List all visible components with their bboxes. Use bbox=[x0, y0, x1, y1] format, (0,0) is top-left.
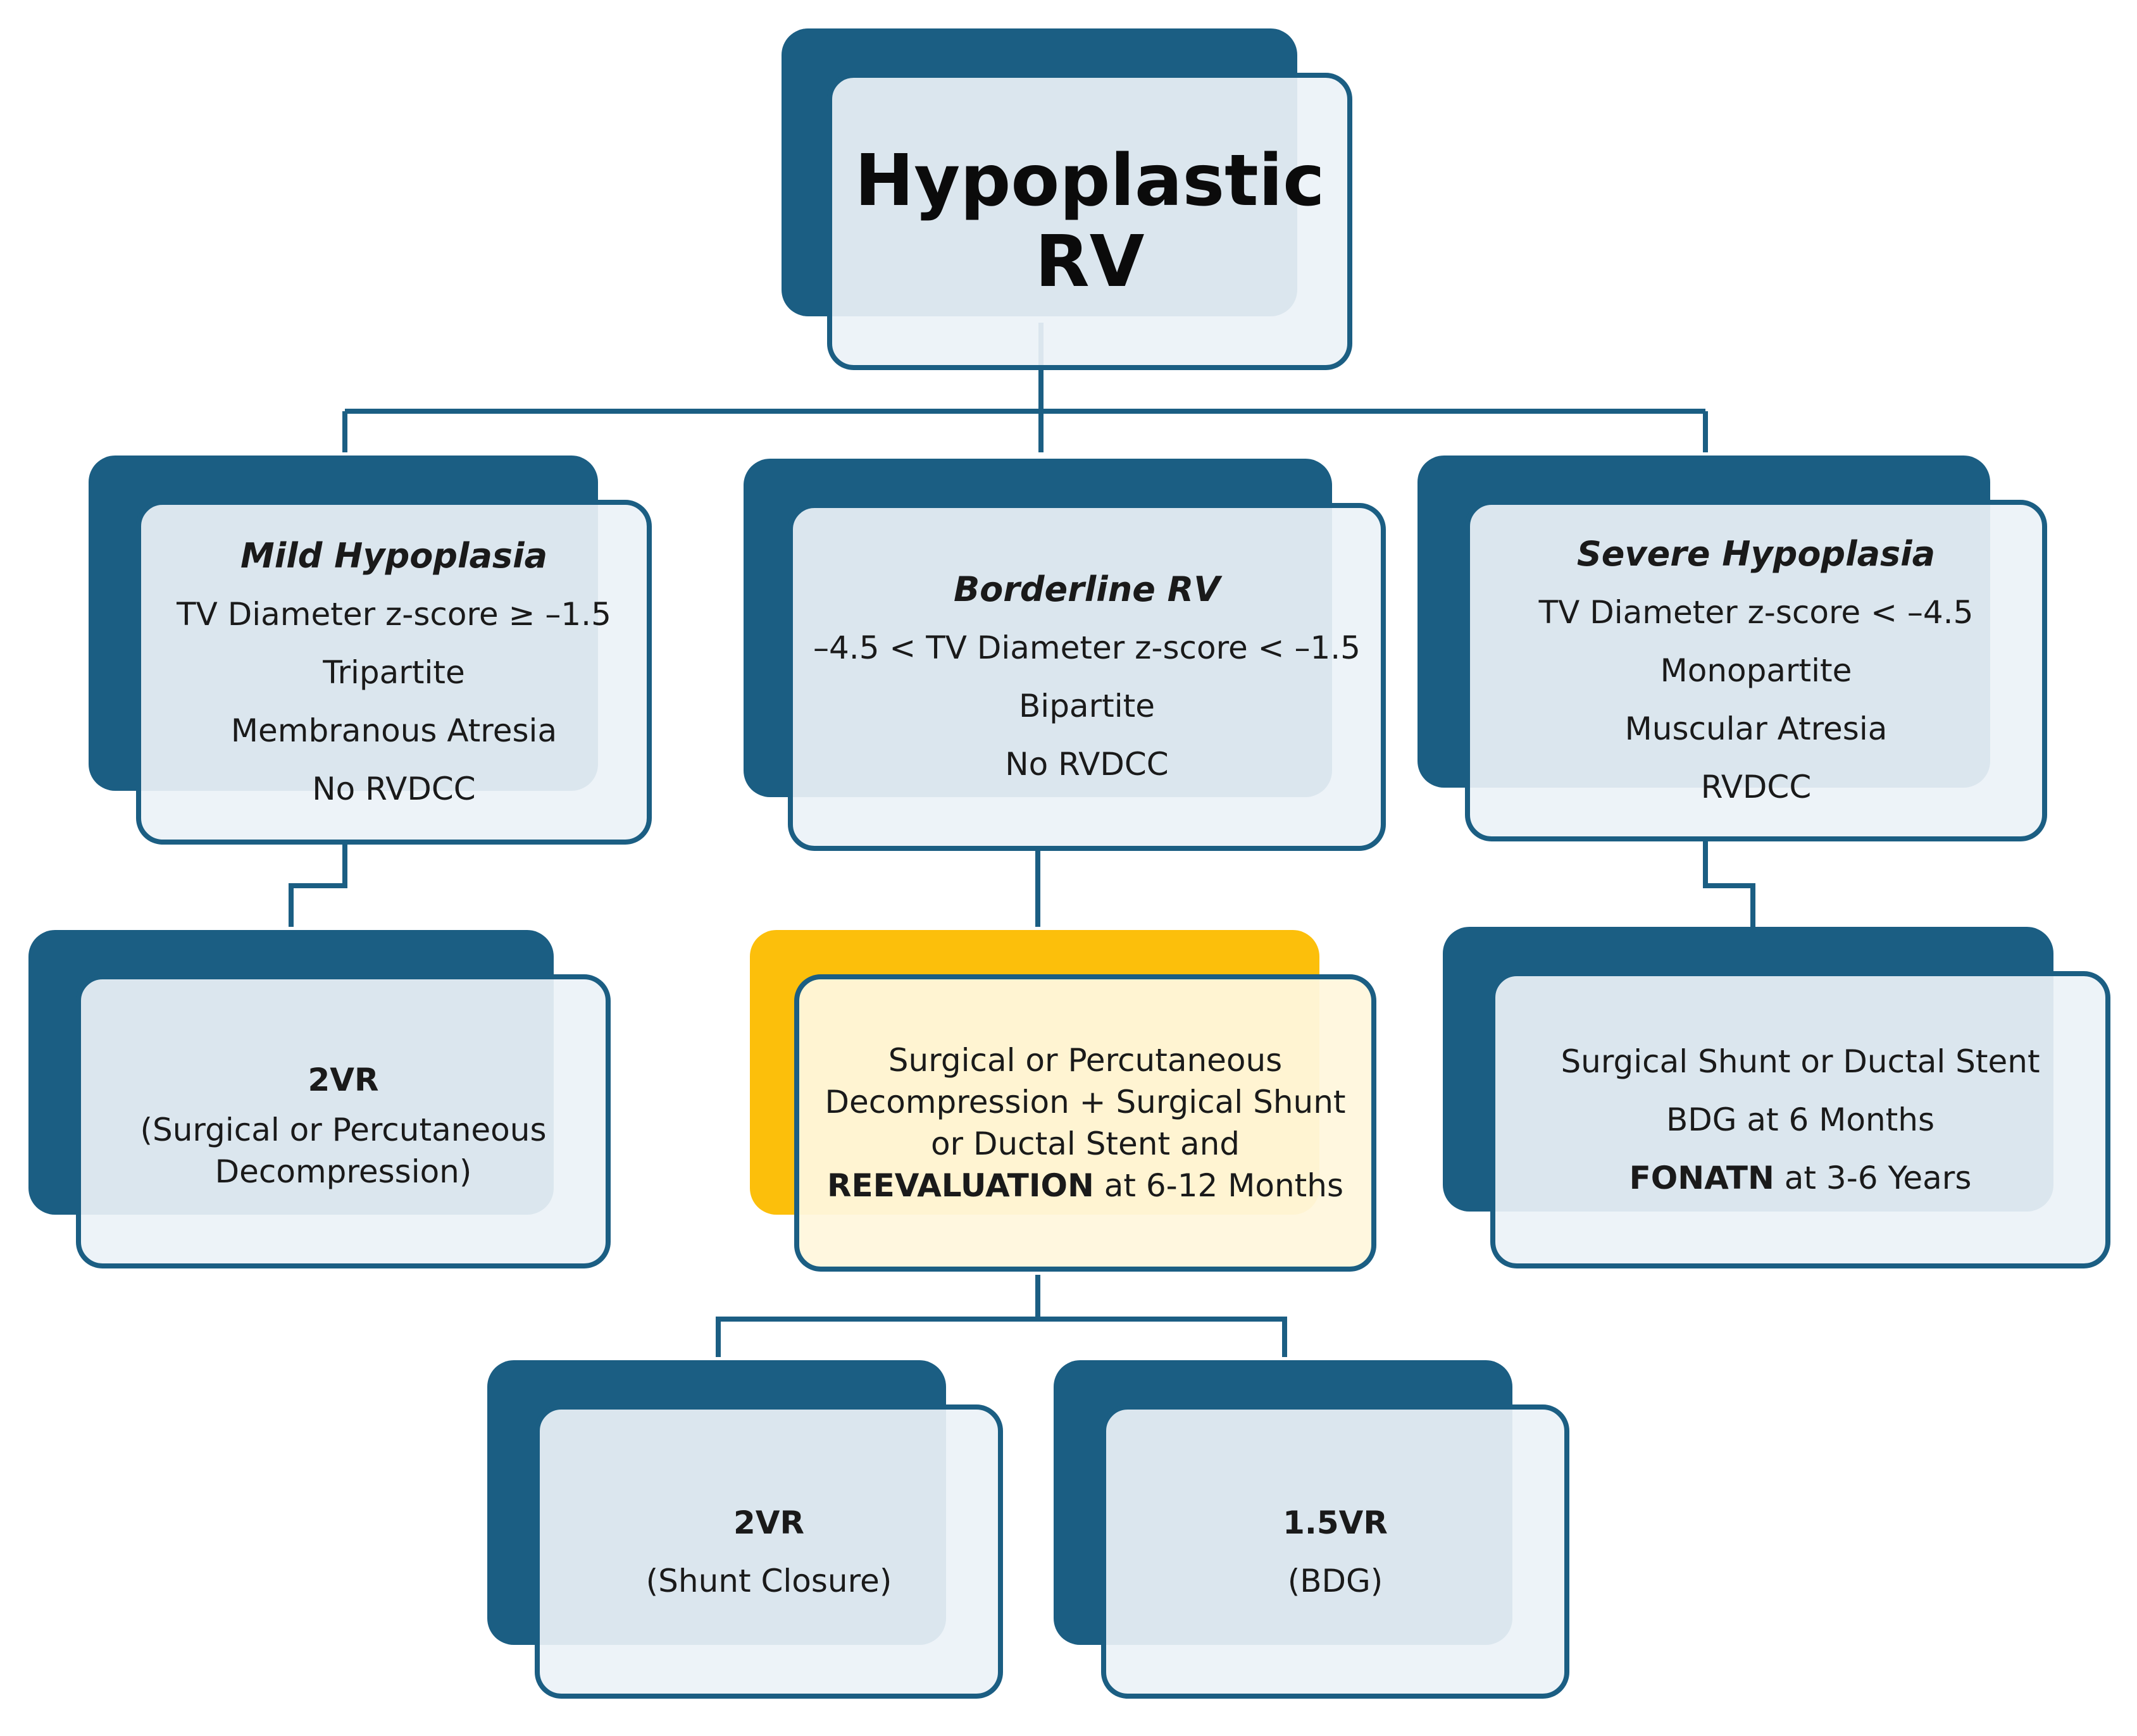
borderline-heading: Borderline RV bbox=[953, 569, 1221, 609]
bdg-title: 1.5VR bbox=[1283, 1504, 1388, 1541]
severe-hypoplasia-box: Severe Hypoplasia TV Diameter z-score < … bbox=[1465, 500, 2047, 841]
borderline-rv-box: Borderline RV –4.5 < TV Diameter z-score… bbox=[788, 503, 1386, 851]
root-title-line2: RV bbox=[1035, 221, 1145, 303]
mild-outcome-detail: (Surgical or Percutaneous bbox=[140, 1111, 547, 1148]
severe-outcome-line: BDG at 6 Months bbox=[1666, 1101, 1935, 1138]
borderline-criterion: Bipartite bbox=[1019, 688, 1155, 724]
borderline-outcome-line: Decompression + Surgical Shunt bbox=[825, 1084, 1346, 1120]
mild-outcome-box: 2VR (Surgical or Percutaneous Decompress… bbox=[76, 974, 611, 1268]
reevaluation-emphasis: REEVALUATION bbox=[827, 1167, 1094, 1204]
borderline-outcome-line: Surgical or Percutaneous bbox=[888, 1042, 1283, 1079]
reevaluation-timing: at 6-12 Months bbox=[1093, 1167, 1343, 1204]
bdg-box: 1.5VR (BDG) bbox=[1101, 1404, 1569, 1699]
severe-criterion: TV Diameter z-score < –4.5 bbox=[1538, 594, 1974, 631]
fontan-emphasis: FONATN bbox=[1629, 1160, 1774, 1196]
borderline-outcome-line: REEVALUATION at 6-12 Months bbox=[827, 1165, 1343, 1206]
severe-criterion: Muscular Atresia bbox=[1624, 710, 1888, 747]
severe-outcome-line: FONATN at 3-6 Years bbox=[1629, 1149, 1972, 1207]
shunt-closure-title: 2VR bbox=[733, 1504, 804, 1541]
mild-criterion: Tripartite bbox=[323, 654, 465, 691]
severe-to-outcome-connector bbox=[1703, 841, 1755, 927]
severe-criterion: Monopartite bbox=[1660, 652, 1852, 689]
borderline-outcome-box: Surgical or Percutaneous Decompression +… bbox=[794, 974, 1376, 1272]
mild-criterion: TV Diameter z-score ≥ –1.5 bbox=[177, 595, 611, 633]
root-title-line1: Hypoplastic bbox=[854, 140, 1325, 222]
shunt-closure-box: 2VR (Shunt Closure) bbox=[535, 1404, 1003, 1699]
reevaluation-connector bbox=[716, 1275, 1287, 1357]
severe-outcome-line: Surgical Shunt or Ductal Stent bbox=[1561, 1043, 2040, 1080]
mild-to-outcome-connector bbox=[289, 841, 347, 927]
mild-outcome-title: 2VR bbox=[308, 1061, 379, 1098]
mild-outcome-detail: Decompression) bbox=[215, 1153, 472, 1190]
severe-heading: Severe Hypoplasia bbox=[1576, 534, 1936, 574]
borderline-outcome-line: or Ductal Stent and bbox=[930, 1125, 1240, 1162]
borderline-criterion: –4.5 < TV Diameter z-score < –1.5 bbox=[813, 629, 1361, 666]
shunt-closure-subtitle: (Shunt Closure) bbox=[645, 1562, 892, 1599]
severe-criterion: RVDCC bbox=[1700, 769, 1812, 805]
mild-criterion: No RVDCC bbox=[312, 770, 476, 807]
borderline-criterion: No RVDCC bbox=[1005, 746, 1169, 783]
mild-hypoplasia-box: Mild Hypoplasia TV Diameter z-score ≥ –1… bbox=[136, 500, 652, 845]
fontan-timing: at 3-6 Years bbox=[1774, 1160, 1972, 1196]
bdg-subtitle: (BDG) bbox=[1287, 1562, 1383, 1599]
root-box: Hypoplastic RV bbox=[827, 73, 1352, 370]
severe-outcome-box: Surgical Shunt or Ductal Stent BDG at 6 … bbox=[1490, 971, 2110, 1268]
mild-heading: Mild Hypoplasia bbox=[240, 535, 548, 576]
mild-criterion: Membranous Atresia bbox=[230, 712, 558, 749]
